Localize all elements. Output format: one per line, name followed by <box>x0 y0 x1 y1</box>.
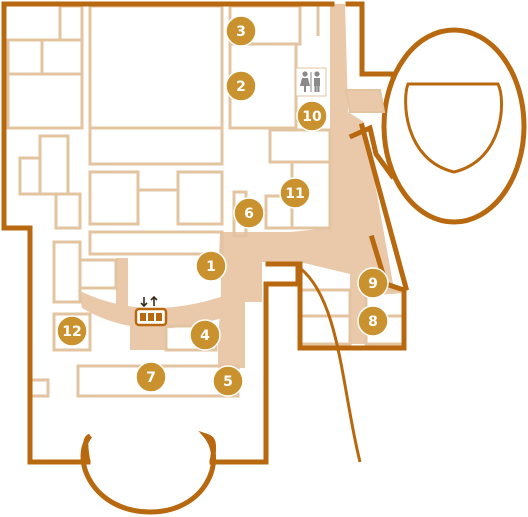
marker-label: 10 <box>302 109 322 125</box>
restroom-icon <box>295 67 327 97</box>
room-nw-7 <box>58 4 84 42</box>
marker-6[interactable]: 6 <box>233 197 265 229</box>
room-nw-4 <box>18 156 42 196</box>
room-nw-3 <box>6 72 84 130</box>
marker-label: 5 <box>223 374 233 390</box>
marker-label: 8 <box>368 314 378 330</box>
marker-label: 12 <box>62 324 81 340</box>
marker-10[interactable]: 10 <box>296 100 328 132</box>
marker-12[interactable]: 12 <box>56 315 88 347</box>
central-block <box>88 126 224 166</box>
marker-11[interactable]: 11 <box>279 177 311 209</box>
room-sw-3 <box>52 312 92 352</box>
outer-wall-south-east <box>209 261 301 465</box>
room-mid-b <box>88 230 224 256</box>
room-east-a <box>268 128 332 164</box>
marker-8[interactable]: 8 <box>357 305 389 337</box>
room-nw-2 <box>40 38 84 76</box>
marker-2[interactable]: 2 <box>225 70 257 102</box>
marker-label: 4 <box>200 328 210 344</box>
gallery-stair <box>116 258 128 322</box>
marker-1[interactable]: 1 <box>195 250 227 282</box>
room-nw-6 <box>54 192 82 230</box>
gallery-step <box>130 322 166 350</box>
rotunda <box>344 27 527 225</box>
marker-label: 11 <box>285 186 304 202</box>
room-nw-1 <box>6 38 44 76</box>
marker-label: 1 <box>206 259 216 275</box>
room-sw-2 <box>78 258 118 290</box>
main-corridor <box>219 4 403 344</box>
room-nw-5 <box>38 134 70 196</box>
outer-wall-main <box>1 1 335 465</box>
marker-label: 3 <box>236 24 246 40</box>
marker-3[interactable]: 3 <box>225 15 257 47</box>
marker-label: 2 <box>236 79 246 95</box>
west-room-b <box>176 170 224 226</box>
marker-label: 6 <box>244 206 254 222</box>
central-hall <box>88 4 224 130</box>
outer-wall-east-wing <box>348 124 396 180</box>
room-sw-1 <box>52 240 82 304</box>
marker-label: 9 <box>368 276 378 292</box>
marker-7[interactable]: 7 <box>135 361 167 393</box>
room-east-c <box>264 194 294 230</box>
marker-4[interactable]: 4 <box>189 319 221 351</box>
corridors <box>78 4 403 368</box>
marker-label: 7 <box>146 370 156 386</box>
marker-9[interactable]: 9 <box>357 267 389 299</box>
rotunda-inner <box>404 82 504 174</box>
east-outer-edge <box>358 122 410 292</box>
south-apse <box>80 430 217 515</box>
vestibule-west <box>28 378 50 398</box>
markers: 1 2 3 4 5 6 7 8 <box>56 15 389 397</box>
marker-5[interactable]: 5 <box>212 365 244 397</box>
exterior-path <box>299 266 362 463</box>
elevator-icon <box>134 295 168 327</box>
rotunda-outer <box>381 27 527 225</box>
rotunda-entry <box>344 89 386 113</box>
west-room-a <box>88 170 140 226</box>
